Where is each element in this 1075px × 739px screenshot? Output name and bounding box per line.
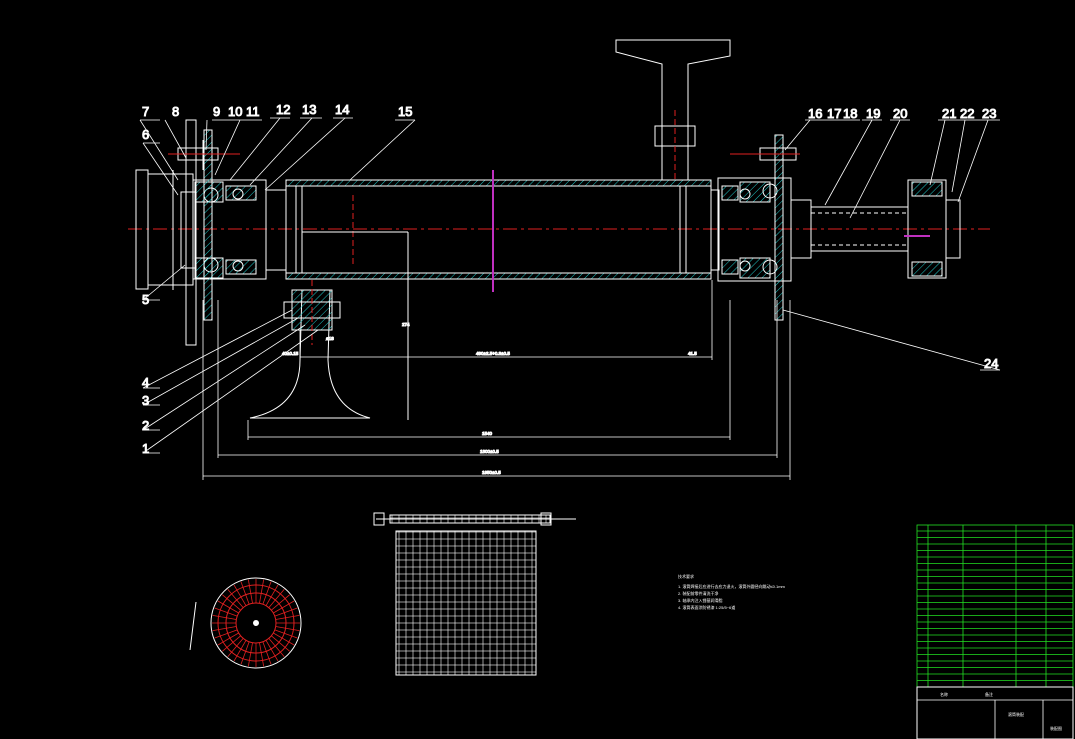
dimension-dia-18: ø18 <box>326 336 334 341</box>
tube-wall-bottom <box>285 272 712 280</box>
part-label-21: 21 <box>942 106 956 121</box>
drawing-title: 滚筒装配 <box>1008 711 1024 717</box>
part-label-22: 22 <box>960 106 974 121</box>
dimension-1950: 1950±0.5 <box>482 470 501 475</box>
part-label-17: 17 <box>827 106 841 121</box>
dimension-lines <box>147 174 791 480</box>
roller-assembly-view: 7 8 9 10 11 12 13 14 15 6 5 4 3 2 1 16 1… <box>128 39 1001 480</box>
part-label-18: 18 <box>843 106 857 121</box>
radial-spoke <box>247 579 253 604</box>
notes-line-3: 3. 轴承内注入锂基润滑脂 <box>678 597 722 603</box>
radial-spoke <box>268 638 285 657</box>
radial-spoke <box>227 638 244 657</box>
part-label-11: 11 <box>246 104 260 119</box>
radial-spoke <box>217 632 239 646</box>
dimension-1800: 1800±0.5 <box>480 449 499 454</box>
radial-spoke <box>214 607 238 617</box>
radial-spoke <box>275 614 300 620</box>
part-label-20: 20 <box>893 106 907 121</box>
parts-list-table <box>916 524 1074 688</box>
radial-spoke <box>271 594 290 611</box>
part-label-8: 8 <box>172 104 179 119</box>
radial-spoke <box>265 584 279 606</box>
part-number-labels: 7 8 9 10 11 12 13 14 15 6 5 4 3 2 1 16 1… <box>142 102 999 457</box>
part-label-10: 10 <box>228 104 242 119</box>
part-label-3: 3 <box>142 393 149 408</box>
tube-wall-top <box>285 179 712 187</box>
bottom-support-bracket <box>249 280 371 419</box>
radial-spoke <box>222 635 241 652</box>
part-label-9: 9 <box>213 104 220 119</box>
radial-spoke <box>233 584 247 606</box>
part-label-14: 14 <box>335 102 349 117</box>
dimension-41-5: 41.5 <box>688 351 697 356</box>
dimension-490: 490±2.5+0.8±0.5 <box>476 351 510 356</box>
part-label-13: 13 <box>302 102 316 117</box>
leader-lines <box>139 117 1001 454</box>
part-label-24: 24 <box>984 356 998 371</box>
part-label-6: 6 <box>142 127 149 142</box>
radial-spoke <box>262 581 272 605</box>
radial-spoke <box>273 600 295 614</box>
radial-spoke <box>268 589 285 608</box>
part-label-19: 19 <box>866 106 880 121</box>
radial-spoke <box>240 581 250 605</box>
radial-spoke <box>274 607 298 617</box>
part-label-23: 23 <box>982 106 996 121</box>
part-label-7: 7 <box>142 104 149 119</box>
dimension-274: 274 <box>402 322 410 327</box>
radial-spoke <box>274 629 298 639</box>
notes-line-2: 2. 装配前零件清洗干净 <box>678 590 718 596</box>
radial-spoke <box>214 629 238 639</box>
radial-spoke <box>271 635 290 652</box>
bom-header-name: 名称 <box>940 691 948 697</box>
dimension-40: 40±0.15 <box>282 351 299 356</box>
right-bearing-housing <box>710 134 812 321</box>
part-label-1: 1 <box>142 441 149 456</box>
dimension-1540: 1540 <box>482 431 493 436</box>
radial-spoke <box>262 641 272 665</box>
radial-spoke <box>259 579 265 604</box>
end-face-circular-view <box>189 577 302 669</box>
dimension-texts: 1540 1800±0.5 1950±0.5 40±0.15 490±2.5+0… <box>282 322 698 476</box>
radial-spoke <box>227 589 244 608</box>
radial-spoke <box>212 614 237 620</box>
part-label-15: 15 <box>398 104 412 119</box>
radial-spoke <box>259 642 265 667</box>
radial-spoke <box>222 594 241 611</box>
part-label-4: 4 <box>142 375 149 390</box>
radial-spoke <box>212 626 237 632</box>
part-label-16: 16 <box>808 106 822 121</box>
radial-spoke <box>265 640 279 662</box>
notes-heading: 技术要求 <box>678 573 694 579</box>
radial-spoke <box>247 642 253 667</box>
bom-header-remark: 备注 <box>985 691 993 697</box>
technical-notes: 技术要求 1. 滚筒焊接后应进行去应力退火，滚筒外圆径向跳动≤0.1mm 2. … <box>678 573 786 610</box>
radial-spoke <box>275 626 300 632</box>
top-support-bracket <box>615 39 731 181</box>
part-label-5: 5 <box>142 292 149 307</box>
left-bearing-housing <box>135 119 287 346</box>
title-block: 名称 备注 滚筒装配 装配图 <box>916 686 1074 739</box>
notes-line-1: 1. 滚筒焊接后应进行去应力退火，滚筒外圆径向跳动≤0.1mm <box>678 583 786 589</box>
radial-spoke <box>233 640 247 662</box>
part-label-2: 2 <box>142 418 149 433</box>
radial-spoke <box>240 641 250 665</box>
radial-spoke <box>217 600 239 614</box>
notes-line-4: 4. 滚筒表面涂防锈漆 1:25/5~6道 <box>678 604 735 610</box>
drawing-code: 装配图 <box>1050 725 1062 731</box>
shaft-and-nut <box>810 179 961 279</box>
part-label-12: 12 <box>276 102 290 117</box>
shell-development-view <box>373 512 576 676</box>
radial-spoke <box>273 632 295 646</box>
